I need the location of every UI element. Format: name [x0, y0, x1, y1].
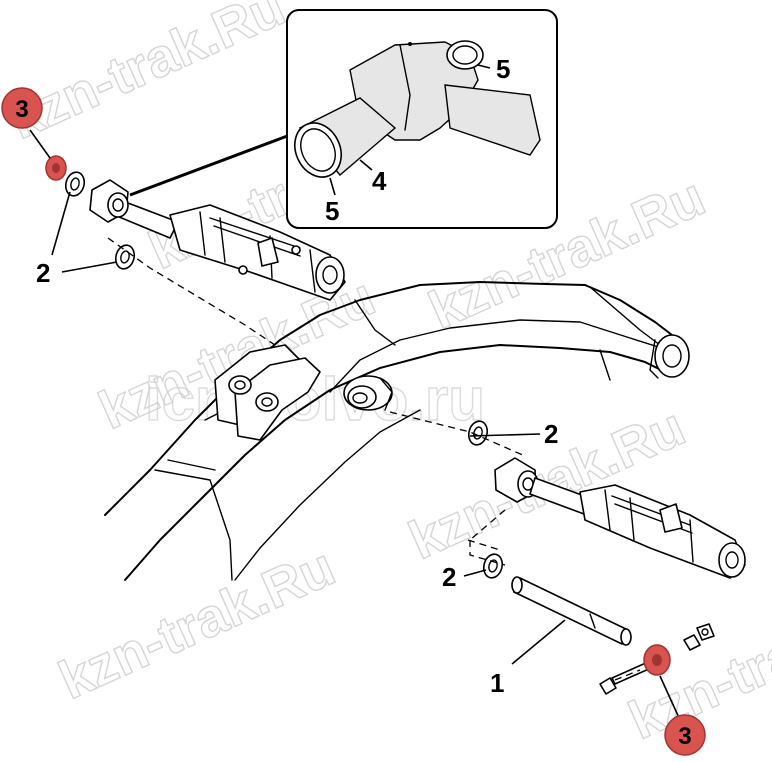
bushing-top-bore: [446, 40, 484, 70]
callout-2-middle: 2: [544, 419, 558, 449]
alignment-lines: [107, 237, 641, 681]
watermark-text: kzn-trak.Ru: [0, 0, 293, 151]
callout-2-lower: 2: [442, 562, 456, 592]
bore-opening: [294, 122, 342, 178]
inset-pointer-line: [129, 133, 291, 197]
boom-arm: [104, 281, 690, 581]
spacer-hole: [52, 163, 60, 173]
callout-5-top: 5: [496, 54, 510, 84]
callout-3-top: 3: [15, 96, 28, 123]
callout-3-top-badge: 3: [1, 87, 43, 129]
callout-2-upper: 2: [36, 258, 50, 288]
upper-hydraulic-cylinder: [89, 179, 346, 301]
leader-lines: [29, 129, 681, 721]
lower-hydraulic-cylinder: [494, 457, 746, 579]
callout-badge-circle: [1, 87, 43, 129]
callout-1: 1: [490, 668, 504, 698]
callout-badge-circle: [664, 714, 706, 756]
spacer-hole: [652, 654, 662, 666]
callout-4: 4: [372, 166, 387, 196]
highlighted-part-3: [45, 155, 671, 676]
washers-part-2: [64, 171, 504, 579]
detail-inset: [129, 9, 558, 229]
callout-3-bottom-badge: 3: [664, 714, 706, 756]
bolt-and-nut: [599, 623, 715, 695]
callout-3-bottom: 3: [678, 723, 691, 750]
watermark-text: kzn-trak.Ru: [50, 537, 343, 711]
callout-labels: 5 4 5 2 2 2 1 3 3: [1, 54, 706, 756]
callout-5-bottom: 5: [325, 196, 339, 226]
pin-part-1: [511, 576, 632, 646]
bushing-tube: [444, 84, 541, 156]
